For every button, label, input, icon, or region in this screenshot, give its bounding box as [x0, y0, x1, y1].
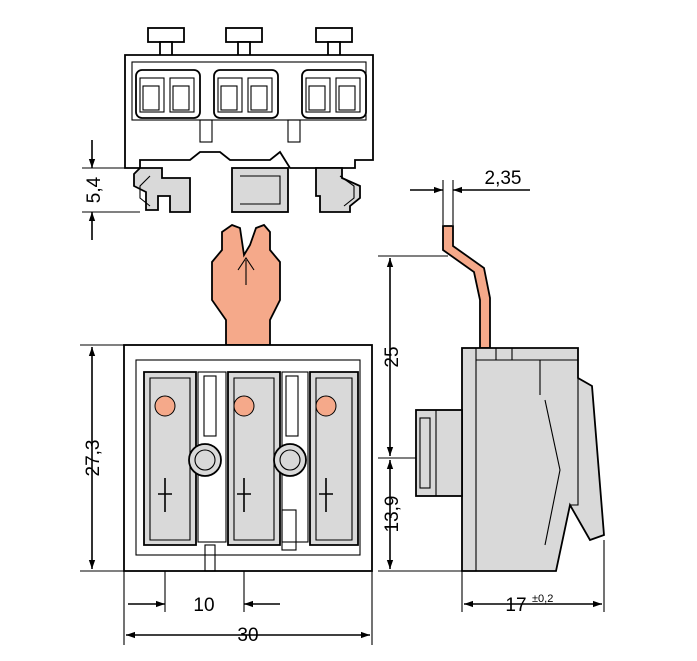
copper-pin: [211, 223, 281, 346]
dimension-label-25: 25: [382, 346, 403, 367]
contact-chamber-2: [227, 371, 281, 546]
side-housing: [461, 347, 605, 572]
dimension-27-3: 27,3: [80, 344, 124, 572]
front-view-body: [123, 344, 373, 572]
header-latch-middle: [231, 167, 289, 213]
separator-rib-2: [273, 371, 309, 543]
dimension-13-9: 13,9: [378, 460, 462, 572]
dimension-10: 10: [128, 571, 280, 616]
separator-rib-1: [188, 371, 227, 543]
dimension-tolerance-17: ±0,2: [532, 593, 553, 605]
dimension-label-2-35: 2,35: [485, 168, 522, 189]
dimension-label-10: 10: [193, 595, 214, 616]
snap-hole-1: [188, 443, 222, 477]
header-latch-left: [133, 167, 191, 213]
side-copper-lead: [442, 225, 491, 349]
dimension-label-13-9: 13,9: [382, 496, 403, 533]
dimension-label-30: 30: [237, 625, 258, 646]
yellow-release-slot-2a: [220, 85, 238, 111]
side-view: [415, 225, 605, 572]
contact-dot-3: [315, 395, 337, 417]
yellow-release-slot-2b: [250, 85, 268, 111]
dimension-label-5-4: 5,4: [84, 176, 105, 203]
header-latch-right: [315, 167, 361, 213]
dimension-25: 25: [378, 255, 448, 459]
side-plug-nose: [415, 409, 463, 497]
yellow-release-slot-3b: [338, 85, 356, 111]
yellow-release-slot-1b: [172, 85, 190, 111]
contact-dot-1: [154, 395, 176, 417]
clamp-window-pair-3: [301, 69, 367, 119]
dimension-2-35: 2,35: [410, 168, 530, 225]
yellow-release-slot-1a: [142, 85, 160, 111]
dimension-30: 30: [123, 571, 373, 646]
contact-chamber-3: [309, 371, 359, 546]
top-view-header: [124, 27, 374, 213]
dimension-label-27-3: 27,3: [83, 440, 104, 477]
clamp-window-pair-1: [135, 69, 201, 119]
dimension-label-17: 17: [505, 595, 526, 616]
snap-hole-2: [273, 443, 307, 477]
contact-chamber-1: [143, 371, 197, 546]
yellow-release-slot-3a: [308, 85, 326, 111]
dimension-5-4: 5,4: [82, 140, 140, 240]
dimension-17: 17 ±0,2: [461, 540, 605, 616]
clamp-window-pair-2: [213, 69, 279, 119]
contact-dot-2: [233, 395, 255, 417]
